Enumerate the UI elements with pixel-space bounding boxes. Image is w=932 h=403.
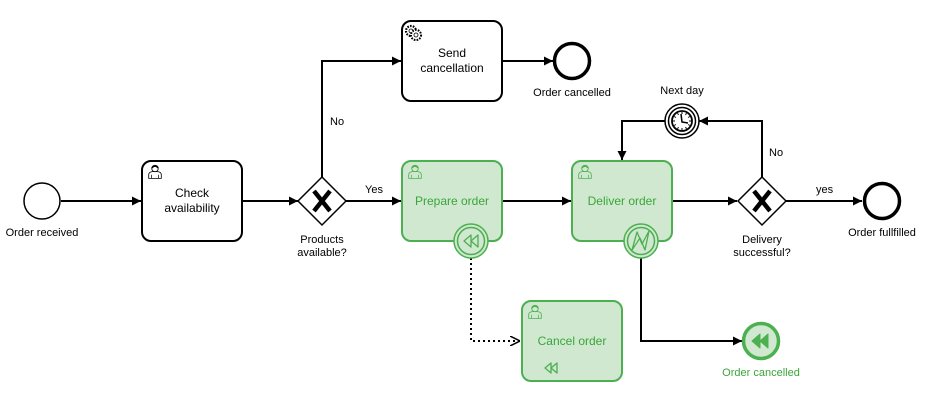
- task-label: Send: [438, 46, 466, 60]
- task-check-availability[interactable]: Check availability: [141, 160, 243, 242]
- start-event-label: Order received: [6, 227, 79, 239]
- task-label: Prepare order: [415, 194, 489, 208]
- task-cancel-order[interactable]: Cancel order: [521, 300, 623, 382]
- gateway-label: Delivery: [742, 234, 782, 246]
- gateway-delivery-successful[interactable]: [736, 175, 788, 227]
- task-label: Deliver order: [588, 194, 657, 208]
- flow-label-no: No: [769, 147, 783, 159]
- compensation-filled-icon: [751, 333, 769, 349]
- compensation-boundary-event[interactable]: [453, 223, 489, 259]
- gateway-label: Products: [300, 234, 344, 246]
- gateway-products-available[interactable]: [296, 175, 348, 227]
- task-send-cancellation[interactable]: Send cancellation: [401, 20, 503, 102]
- end-event-order-fulfilled[interactable]: [862, 181, 902, 221]
- end-event-order-cancelled[interactable]: [552, 41, 592, 81]
- flow-label-yes: Yes: [365, 184, 383, 196]
- flow-error-to-compensation-end[interactable]: [640, 258, 742, 346]
- start-event[interactable]: [23, 182, 61, 220]
- end-event-label: Order fullfilled: [848, 227, 916, 239]
- flow-gateway-no-to-timer[interactable]: [699, 116, 763, 177]
- flow-label-no: No: [330, 116, 344, 128]
- end-event-label: Order cancelled: [533, 87, 611, 99]
- x-marker-icon: [752, 189, 772, 213]
- error-icon: [631, 230, 650, 251]
- timer-event-next-day[interactable]: [664, 103, 700, 139]
- task-label: availability: [164, 201, 219, 215]
- task-label: Check: [175, 186, 210, 200]
- sequence-flows: [61, 56, 862, 346]
- task-deliver-order[interactable]: Deliver order: [571, 160, 673, 242]
- gear-icon: [404, 24, 423, 42]
- clock-icon: [671, 110, 693, 132]
- compensation-icon: [463, 234, 479, 248]
- task-prepare-order[interactable]: Prepare order: [401, 160, 503, 242]
- association-compensation[interactable]: [470, 258, 520, 341]
- task-label: cancellation: [420, 61, 483, 75]
- flow-label-yes: yes: [816, 184, 834, 196]
- compensation-end-event[interactable]: [741, 321, 781, 361]
- compensation-marker-icon: [544, 362, 558, 374]
- timer-event-label: Next day: [660, 85, 704, 97]
- error-boundary-event[interactable]: [623, 223, 659, 259]
- gateway-label: successful?: [733, 247, 790, 259]
- task-label: Cancel order: [538, 334, 607, 348]
- gateway-label: available?: [297, 247, 347, 259]
- compensation-end-event-label: Order cancelled: [722, 367, 800, 379]
- flow-timer-to-deliver[interactable]: [617, 120, 665, 160]
- flow-gateway-no-to-send[interactable]: [321, 56, 401, 177]
- x-marker-icon: [312, 189, 332, 213]
